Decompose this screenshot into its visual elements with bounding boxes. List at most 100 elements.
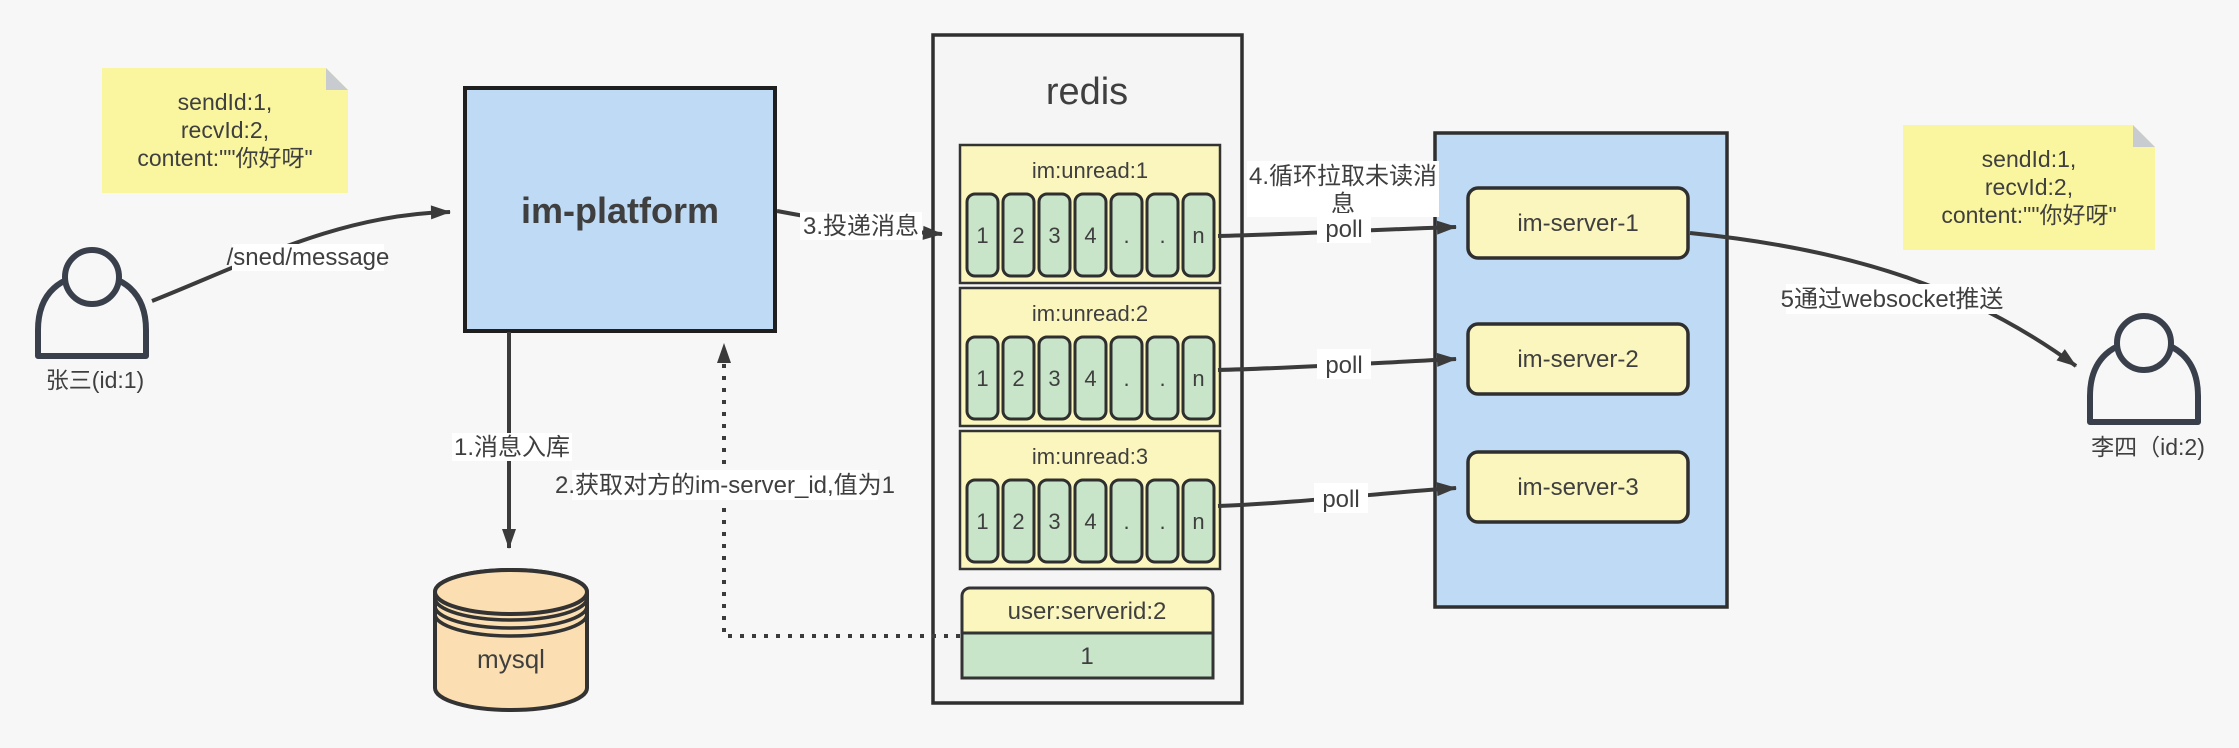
sticky-note-left: sendId:1, recvId:2, content:""你好呀" bbox=[102, 68, 348, 193]
queue-cell-label: 4 bbox=[1084, 366, 1096, 391]
note-line: content:""你好呀" bbox=[137, 145, 312, 171]
im-server-3-box bbox=[1466, 450, 1690, 524]
cylinder-rim bbox=[433, 597, 589, 622]
queue-cell-label: 1 bbox=[976, 509, 988, 534]
queue-cell-label: . bbox=[1123, 223, 1129, 248]
receiver-label: 李四（id:2) bbox=[2091, 434, 2205, 460]
im-server-1-box bbox=[1466, 186, 1690, 260]
edge-label-text: poll bbox=[1325, 352, 1362, 379]
note-line: recvId:2, bbox=[181, 117, 269, 143]
queue-cell bbox=[1145, 192, 1180, 278]
note-line: sendId:1, bbox=[178, 89, 273, 115]
queue-cell bbox=[1181, 335, 1216, 421]
im-server-cluster: im-server-1 im-server-2 im-server-3 bbox=[1433, 131, 1729, 609]
note-line: content:""你好呀" bbox=[1941, 202, 2116, 228]
edge-label-text: poll bbox=[1322, 486, 1359, 513]
label-bg bbox=[452, 433, 572, 461]
receiver-actor: 李四（id:2) bbox=[2087, 313, 2205, 460]
queue-cell-label: 2 bbox=[1012, 223, 1024, 248]
edge-label-text: /sned/message bbox=[227, 244, 390, 271]
label-bg bbox=[1317, 213, 1371, 243]
queue-cell-label: . bbox=[1159, 509, 1165, 534]
label-bg bbox=[1247, 161, 1439, 217]
cylinder-top bbox=[433, 568, 589, 616]
note-line: sendId:1, bbox=[1982, 146, 2077, 172]
queue-cell bbox=[1073, 335, 1108, 421]
queue-cell bbox=[965, 478, 1000, 564]
queue-cell bbox=[1145, 335, 1180, 421]
queue-cell-label: 2 bbox=[1012, 509, 1024, 534]
queue-cell bbox=[1037, 478, 1072, 564]
sender-actor: 张三(id:1) bbox=[35, 247, 149, 393]
queue-cell-label: n bbox=[1192, 509, 1204, 534]
queue-cell bbox=[1073, 478, 1108, 564]
queue-cell-label: n bbox=[1192, 223, 1204, 248]
queue-cell bbox=[1109, 335, 1144, 421]
redis-container: redis im:unread:1 1 2 3 4 . . n im:unrea… bbox=[931, 33, 1244, 705]
queue-cell-label: 3 bbox=[1048, 509, 1060, 534]
queue-cell bbox=[1145, 478, 1180, 564]
im-server-2-label: im-server-2 bbox=[1517, 346, 1638, 373]
queue-cell bbox=[1073, 192, 1108, 278]
edge-label-step5: 5通过websocket推送 bbox=[1781, 284, 2004, 314]
sticky-note-body bbox=[102, 68, 348, 193]
sticky-note-body bbox=[1903, 125, 2155, 250]
sender-label: 张三(id:1) bbox=[46, 367, 144, 393]
user-serverid-node: user:serverid:2 1 bbox=[960, 586, 1215, 680]
redis-title: redis bbox=[1046, 71, 1128, 113]
mysql-node: mysql bbox=[433, 568, 589, 712]
queue-cell-label: 1 bbox=[976, 223, 988, 248]
folded-corner-icon bbox=[2133, 125, 2155, 147]
kv-header-label: user:serverid:2 bbox=[1008, 598, 1167, 625]
queue-cell bbox=[1181, 478, 1216, 564]
edge-label-step4: 4.循环拉取未读消 息 bbox=[1247, 161, 1439, 218]
edge-label-text: 5通过websocket推送 bbox=[1781, 286, 2004, 313]
user-icon-head bbox=[2114, 313, 2174, 373]
label-bg bbox=[800, 212, 922, 240]
edge-label-poll-2: poll bbox=[1317, 349, 1371, 379]
queue-header: im:unread:1 bbox=[1032, 158, 1148, 183]
kv-value-box bbox=[960, 631, 1215, 680]
folded-corner-icon bbox=[326, 68, 348, 90]
edge-label-text: 1.消息入库 bbox=[454, 434, 570, 461]
edge-label-step3: 3.投递消息 bbox=[800, 212, 922, 240]
sticky-note-right: sendId:1, recvId:2, content:""你好呀" bbox=[1903, 125, 2155, 250]
label-bg bbox=[1317, 349, 1371, 379]
queue-cell-label: n bbox=[1192, 366, 1204, 391]
queue-cell bbox=[1037, 192, 1072, 278]
kv-value-label: 1 bbox=[1080, 643, 1093, 670]
im-platform-label: im-platform bbox=[521, 190, 719, 231]
queue-cell bbox=[1001, 335, 1036, 421]
queue-cell-label: 3 bbox=[1048, 223, 1060, 248]
queue-im-unread-2: im:unread:2 1 2 3 4 . . n bbox=[958, 286, 1222, 428]
cylinder-rim bbox=[433, 605, 589, 630]
edge-label-send: /sned/message bbox=[227, 244, 390, 271]
queue-cell-label: 2 bbox=[1012, 366, 1024, 391]
edge-label-step2: 2.获取对方的im-server_id,值为1 bbox=[555, 470, 895, 500]
edge-label-text: 4.循环拉取未读消 bbox=[1249, 163, 1437, 190]
queue-cell-label: . bbox=[1159, 366, 1165, 391]
queue-cell bbox=[1037, 335, 1072, 421]
label-bg bbox=[1786, 284, 1998, 314]
label-bg bbox=[232, 244, 384, 271]
edge-websocket-push bbox=[1689, 231, 2078, 368]
note-line: recvId:2, bbox=[1985, 174, 2073, 200]
mysql-label: mysql bbox=[477, 644, 545, 674]
queue-im-unread-1: im:unread:1 1 2 3 4 . . n bbox=[958, 143, 1222, 285]
cylinder-rim bbox=[433, 613, 589, 638]
queue-cell bbox=[1109, 478, 1144, 564]
queue-cell-label: . bbox=[1159, 223, 1165, 248]
im-server-2-box bbox=[1466, 322, 1690, 396]
queue-header: im:unread:2 bbox=[1032, 301, 1148, 326]
queue-cell-label: 4 bbox=[1084, 509, 1096, 534]
im-server-1-label: im-server-1 bbox=[1517, 210, 1638, 237]
user-icon-head bbox=[62, 247, 122, 307]
queue-cell bbox=[1181, 192, 1216, 278]
queue-cell-label: . bbox=[1123, 366, 1129, 391]
im-server-3-label: im-server-3 bbox=[1517, 474, 1638, 501]
im-platform-box bbox=[463, 86, 777, 333]
queue-cell-label: 3 bbox=[1048, 366, 1060, 391]
queue-cell-label: 4 bbox=[1084, 223, 1096, 248]
edge-label-poll-1: poll bbox=[1317, 213, 1371, 243]
